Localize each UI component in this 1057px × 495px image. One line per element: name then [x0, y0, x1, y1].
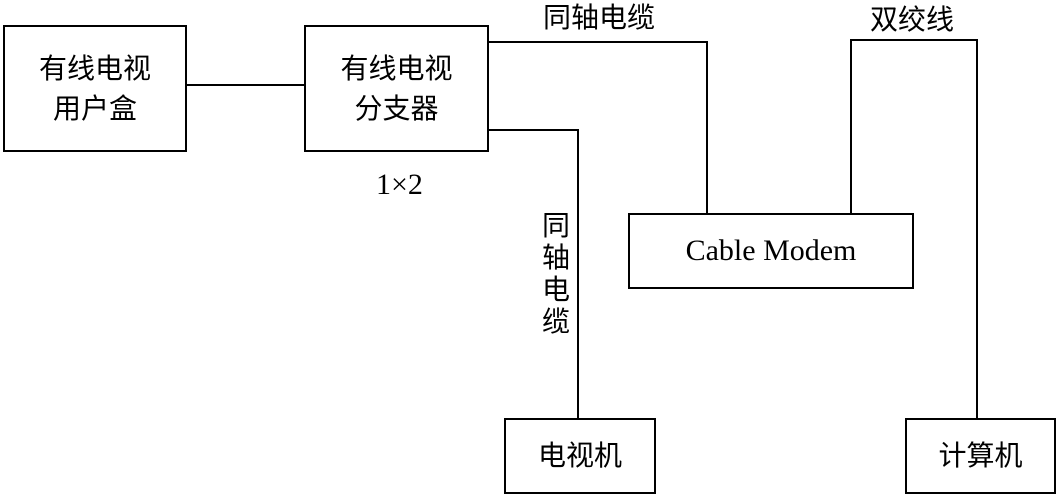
- cable-tv-user-box: 有线电视 用户盒: [3, 25, 187, 152]
- twisted-pair-label: 双绞线: [870, 3, 955, 36]
- cable-modem-label: Cable Modem: [685, 234, 857, 267]
- computer-box: 计算机: [905, 418, 1056, 494]
- user-box-line1: 有线电视: [38, 51, 151, 85]
- computer-label: 计算机: [938, 439, 1023, 472]
- link-splitter-modem: [488, 41, 708, 214]
- cable-modem-box: Cable Modem: [628, 213, 914, 289]
- link-splitter-tv: [488, 129, 579, 419]
- user-box-line2: 用户盒: [52, 91, 137, 125]
- cable-tv-splitter: 有线电视 分支器: [304, 25, 489, 152]
- tv-label: 电视机: [537, 439, 622, 472]
- splitter-ratio-label: 1×2: [376, 168, 423, 201]
- tv-box: 电视机: [504, 418, 656, 494]
- coax-vertical-label: 同轴电缆: [541, 209, 570, 338]
- splitter-line1: 有线电视: [340, 51, 453, 85]
- splitter-line2: 分支器: [354, 91, 439, 125]
- coax-top-label: 同轴电缆: [543, 1, 656, 34]
- link-modem-computer: [850, 39, 978, 419]
